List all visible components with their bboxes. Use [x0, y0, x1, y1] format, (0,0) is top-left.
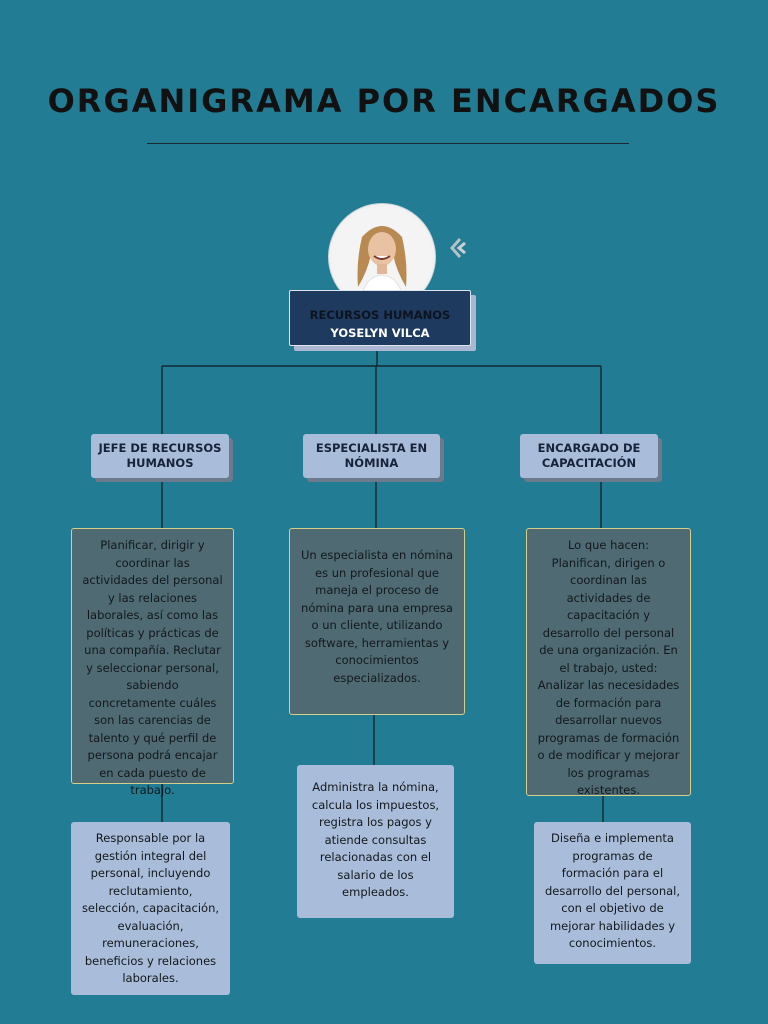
description-box-jefe: Planificar, dirigir y coordinar las acti… [71, 528, 234, 797]
head-department: RECURSOS HUMANOS [309, 308, 451, 322]
responsibility-text: Administra la nómina, calcula los impues… [311, 780, 440, 899]
title-underline [147, 143, 629, 144]
description-box-encargado: Lo que hacen: Planifican, dirigen o coor… [526, 528, 691, 797]
head-box: RECURSOS HUMANOS YOSELYN VILCA [289, 290, 471, 346]
head-name: YOSELYN VILCA [330, 326, 430, 340]
role-title: ESPECIALISTA EN NÓMINA [315, 441, 428, 470]
responsibility-box-especialista: Administra la nómina, calcula los impues… [297, 765, 454, 918]
description-text: Planificar, dirigir y coordinar las acti… [82, 538, 223, 797]
description-text: Lo que hacen: Planifican, dirigen o coor… [537, 538, 680, 797]
responsibility-box-encargado: Diseña e implementa programas de formaci… [534, 822, 691, 964]
role-title: ENCARGADO DE CAPACITACIÓN [537, 441, 641, 470]
role-box-encargado: ENCARGADO DE CAPACITACIÓN [520, 434, 658, 478]
responsibility-box-jefe: Responsable por la gestión integral del … [71, 822, 230, 995]
chevron-decoration-icon [449, 238, 466, 258]
role-title: JEFE DE RECURSOS HUMANOS [98, 441, 222, 470]
description-box-especialista: Un especialista en nómina es un profesio… [289, 528, 465, 715]
page-title: ORGANIGRAMA POR ENCARGADOS [47, 82, 721, 120]
responsibility-text: Responsable por la gestión integral del … [81, 831, 220, 985]
description-text: Un especialista en nómina es un profesio… [300, 548, 454, 685]
role-box-especialista: ESPECIALISTA EN NÓMINA [303, 434, 440, 478]
role-box-jefe: JEFE DE RECURSOS HUMANOS [91, 434, 229, 478]
responsibility-text: Diseña e implementa programas de formaci… [544, 831, 681, 950]
